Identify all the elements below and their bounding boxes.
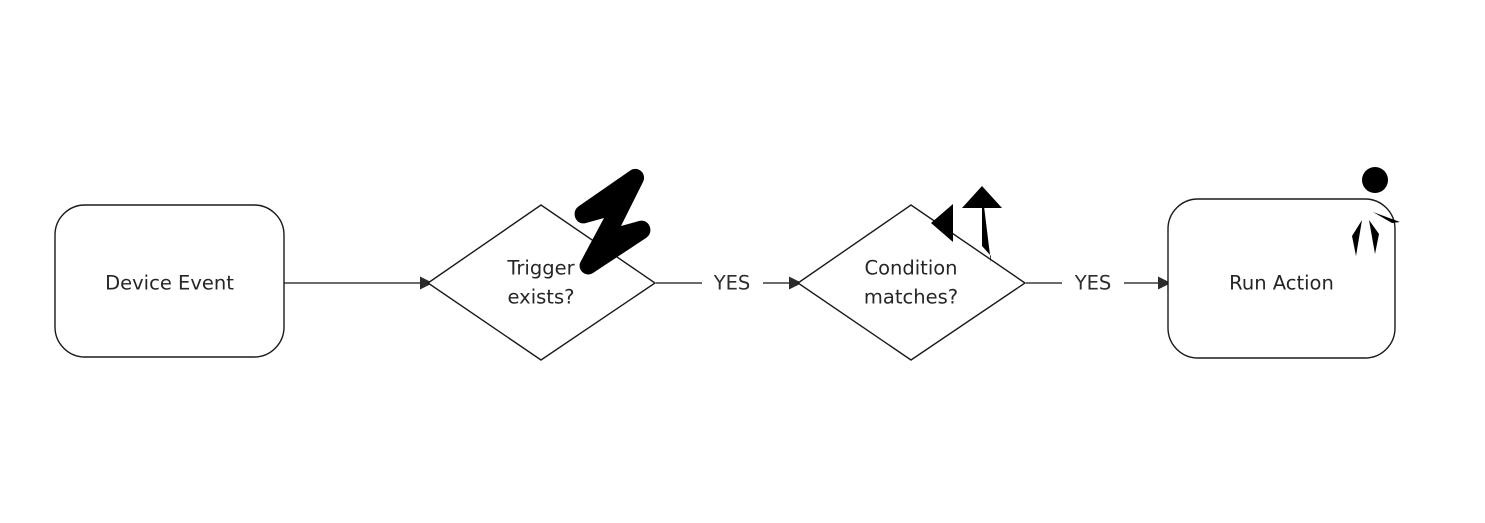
trigger-exists-label-line-1: Trigger (506, 257, 575, 280)
run-action-box[interactable] (1167, 198, 1396, 359)
edge-condition-to-run-action: YES (1026, 272, 1171, 295)
edge-3-label: YES (1074, 272, 1112, 295)
node-device-event[interactable]: Device Event (54, 204, 285, 358)
device-event-label: Device Event (105, 272, 234, 295)
lightning-bolt-icon (574, 168, 651, 275)
running-person-icon (1328, 167, 1400, 256)
condition-matches-diamond[interactable] (796, 204, 1027, 361)
edge-1-arrowhead (420, 276, 433, 290)
edge-2-label: YES (713, 272, 751, 295)
trigger-exists-diamond[interactable] (426, 204, 657, 361)
device-event-box[interactable] (54, 204, 285, 358)
condition-matches-label-line-1: Condition (864, 257, 957, 280)
edge-3-arrowhead (1158, 276, 1171, 290)
condition-matches-label-line-2: matches? (864, 286, 958, 309)
edge-2-arrowhead (789, 276, 802, 290)
edge-trigger-to-condition: YES (656, 272, 802, 295)
node-trigger-exists[interactable]: Trigger exists? (426, 168, 657, 361)
branch-arrows-icon (931, 186, 1002, 263)
node-run-action[interactable]: Run Action (1167, 167, 1400, 359)
edge-device-event-to-trigger (284, 276, 433, 290)
node-condition-matches[interactable]: Condition matches? (796, 186, 1027, 361)
run-action-label: Run Action (1229, 272, 1334, 295)
trigger-exists-label-line-2: exists? (508, 286, 575, 309)
